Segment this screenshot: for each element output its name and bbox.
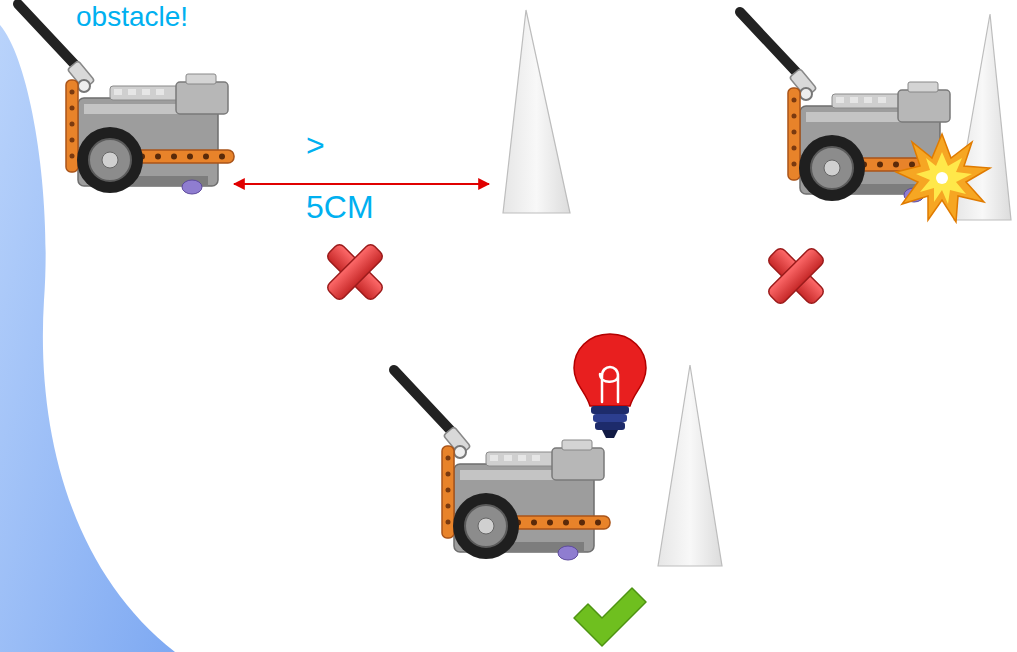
dimension-value: 5CM [306,190,374,225]
dimension-symbol: > [306,128,325,163]
note-text: obstacle! [76,2,188,33]
